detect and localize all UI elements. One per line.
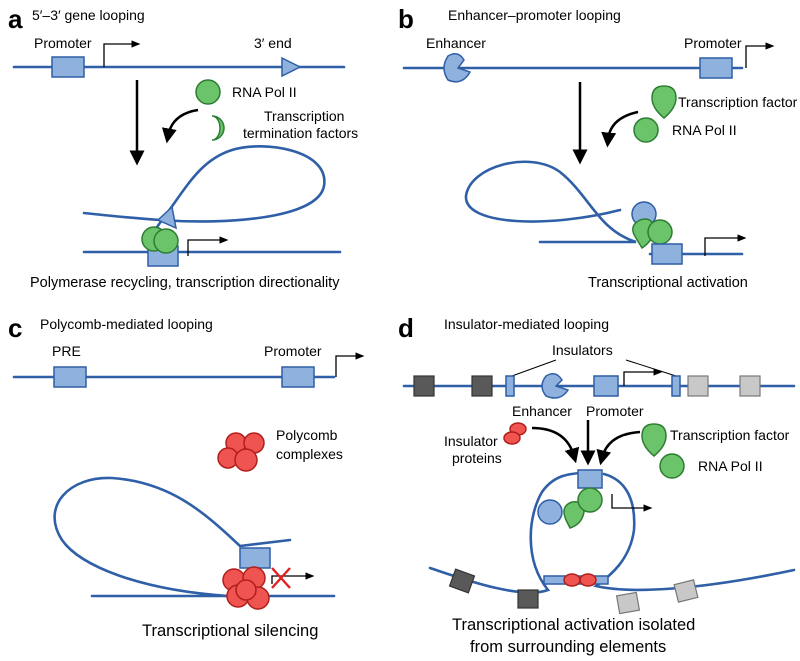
- dark-element-1: [413, 375, 435, 397]
- panel-d-title: Insulator-mediated looping: [444, 316, 609, 332]
- transcription-start-arrow-b-looped: [704, 234, 747, 256]
- converge-arrow-right: [596, 430, 641, 466]
- panel-c-title: Polycomb-mediated looping: [40, 316, 213, 332]
- enhancer-shape: [443, 53, 472, 83]
- light-element-2: [739, 375, 761, 397]
- promoter-box-c: [281, 366, 315, 388]
- transcription-start-arrow-b: [745, 42, 775, 68]
- polycomb-label-line2: complexes: [276, 446, 343, 462]
- dark-element-looped-2: [517, 589, 539, 609]
- enhancer-shape-d: [541, 373, 570, 399]
- dna-loop-c: [53, 476, 292, 598]
- transcription-factor-icon: [651, 85, 677, 119]
- panel-a-letter: a: [8, 4, 23, 34]
- insulator-proteins-label-line2: proteins: [452, 450, 502, 466]
- rna-pol-ii-label: RNA Pol II: [232, 84, 297, 100]
- panel-b-title: Enhancer–promoter looping: [448, 7, 621, 23]
- enhancer-label: Enhancer: [426, 35, 486, 51]
- panel-a-title: 5′–3′ gene looping: [32, 7, 145, 23]
- transcription-start-arrow-c-looped: [271, 572, 315, 584]
- insulator-proteins-bound: [563, 573, 597, 587]
- insulator-proteins-label-line1: Insulator: [444, 433, 498, 449]
- converge-arrow-left: [531, 426, 580, 464]
- panel-d-caption-line1: Transcriptional activation isolated: [452, 616, 695, 634]
- dark-element-2: [471, 375, 493, 397]
- promoter-box: [51, 56, 85, 78]
- transcription-factor-label: Transcription factor: [678, 94, 798, 110]
- three-prime-end-triangle-looped: [156, 205, 178, 230]
- panel-d-caption-line2: from surrounding elements: [470, 638, 666, 656]
- binding-arrow-b: [601, 110, 639, 148]
- rna-pol-ii-bound-b: [647, 219, 673, 245]
- rna-pol-ii-icon-b: [633, 117, 659, 143]
- enhancer-bound-d: [537, 499, 563, 525]
- rna-pol-ii-bound-d: [577, 487, 603, 513]
- transcription-start-arrow-d: [623, 368, 663, 386]
- termination-label-line1: Transcription: [264, 108, 344, 124]
- dna-loop: [82, 145, 342, 254]
- panel-c-caption: Transcriptional silencing: [142, 622, 318, 640]
- polycomb-label-line1: Polycomb: [276, 427, 338, 443]
- polycomb-complex-bound: [222, 566, 270, 610]
- dna-loop-d: [428, 470, 796, 594]
- insulator-protein-icon: [503, 422, 527, 445]
- insulator-1: [505, 375, 515, 397]
- polycomb-complex-icon: [217, 432, 265, 472]
- promoter-box-b: [699, 57, 733, 79]
- promoter-label-d: Promoter: [586, 403, 644, 419]
- rna-pol-ii-bound-2: [153, 228, 179, 254]
- blocked-x-icon: [271, 567, 291, 589]
- insulators-label: Insulators: [552, 342, 613, 358]
- transcription-factor-icon-d: [641, 423, 667, 457]
- panel-c: c Polycomb-mediated looping PRE Promoter…: [8, 313, 365, 640]
- dark-element-looped-1: [448, 568, 476, 594]
- termination-label-line2: termination factors: [243, 125, 358, 141]
- insulator-pointer-lines: [511, 359, 677, 377]
- three-prime-end-triangle: [281, 56, 302, 78]
- promoter-box-d-looped: [577, 469, 603, 489]
- rna-pol-ii-icon-d: [659, 453, 685, 479]
- light-element-looped-2: [673, 579, 699, 603]
- panel-d-letter: d: [398, 313, 414, 343]
- panel-c-letter: c: [8, 313, 22, 343]
- insulator-2: [671, 375, 681, 397]
- promoter-label-b: Promoter: [684, 35, 742, 51]
- panel-a-caption: Polymerase recycling, transcription dire…: [30, 275, 340, 291]
- rna-pol-ii-label-d: RNA Pol II: [698, 458, 763, 474]
- panel-b-caption: Transcriptional activation: [588, 275, 748, 291]
- rna-pol-ii-icon: [195, 79, 221, 105]
- pre-label: PRE: [52, 343, 81, 359]
- panel-b: b Enhancer–promoter looping Enhancer Pro…: [398, 4, 798, 291]
- pre-box: [53, 366, 87, 388]
- promoter-box-b-looped: [651, 243, 683, 265]
- promoter-box-c-looped: [239, 547, 271, 569]
- panel-b-letter: b: [398, 4, 414, 34]
- dna-loop-b: [464, 160, 637, 244]
- promoter-label-c: Promoter: [264, 343, 322, 359]
- binding-arrow: [161, 108, 199, 144]
- panel-d: d Insulator-mediated looping Insulators …: [398, 313, 796, 656]
- promoter-box-d: [593, 375, 619, 397]
- light-element-looped-1: [615, 591, 641, 615]
- transcription-factor-label-d: Transcription factor: [670, 427, 790, 443]
- rna-pol-ii-label-b: RNA Pol II: [672, 122, 737, 138]
- promoter-label: Promoter: [34, 35, 92, 51]
- transcription-start-arrow-looped: [187, 236, 229, 256]
- transcription-start-arrow-d-looped: [611, 494, 653, 512]
- transcription-start-arrow: [103, 40, 141, 67]
- light-element-1: [687, 375, 709, 397]
- panel-a: a 5′–3′ gene looping Promoter 3′ end RNA…: [8, 4, 358, 291]
- termination-factor-icon: [211, 115, 225, 141]
- transcription-start-arrow-c: [335, 352, 365, 377]
- enhancer-label-d: Enhancer: [512, 403, 572, 419]
- three-prime-end-label: 3′ end: [254, 35, 292, 51]
